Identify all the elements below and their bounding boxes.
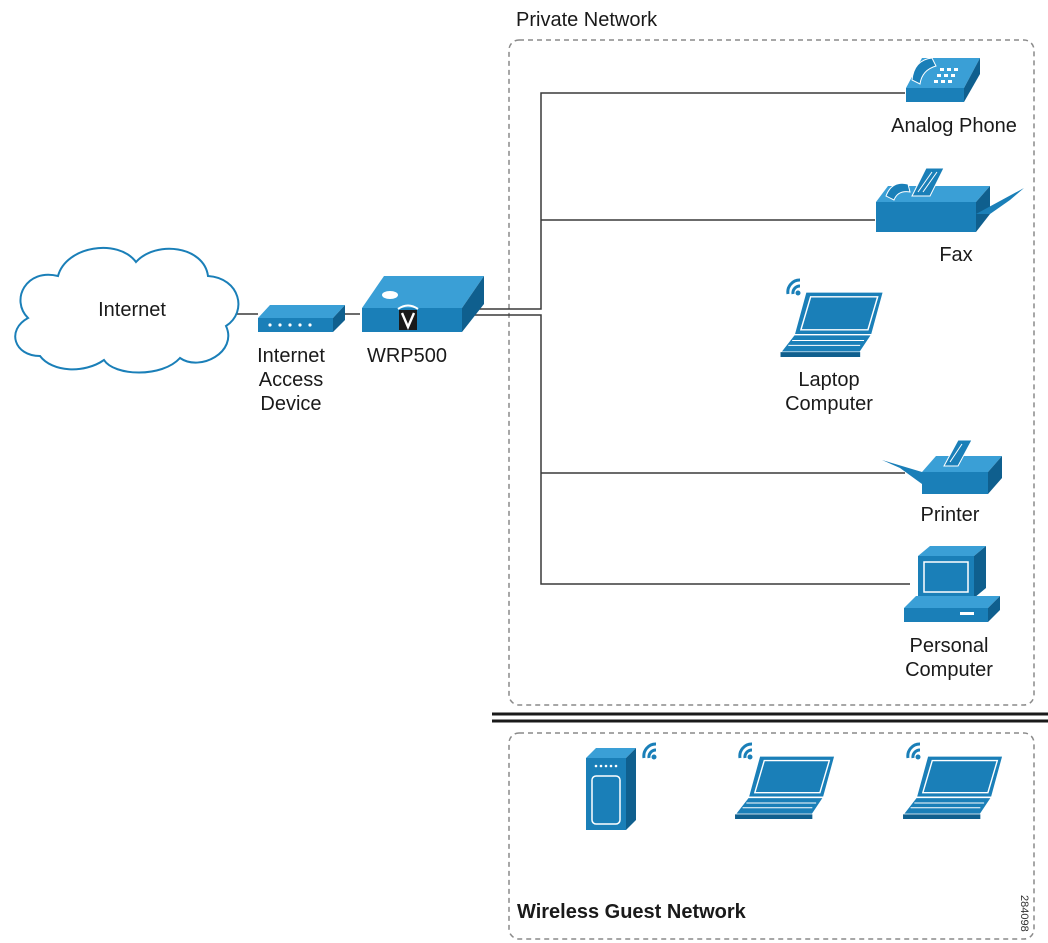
analog-phone-label: Analog Phone [891, 115, 1017, 137]
guest-network-boundary [508, 732, 1035, 940]
printer-label: Printer [920, 504, 980, 526]
wifi-icon [642, 742, 658, 760]
internet-label: Internet [98, 299, 166, 321]
figure-id: 284098 [1018, 895, 1030, 932]
wifi-icon [906, 742, 922, 760]
wireless-guest-network-label: Wireless Guest Network [517, 901, 746, 923]
private-network-label: Private Network [516, 9, 658, 31]
laptop-label: Laptop Computer [785, 369, 873, 415]
cloud-icon [14, 247, 240, 374]
laptop-icon [779, 291, 885, 358]
connection-lines [236, 92, 910, 585]
router-label: WRP500 [366, 345, 448, 367]
wifi-icon [786, 278, 802, 296]
wireless-pda-icon [586, 748, 636, 830]
phone-icon [906, 57, 980, 102]
desktop-computer-icon [904, 546, 1000, 622]
wireless-laptop-icon [902, 755, 1004, 820]
modem-icon [258, 305, 345, 332]
private-network-boundary [508, 39, 1035, 706]
printer-icon [882, 439, 1002, 494]
router-icon [362, 276, 484, 332]
fax-label: Fax [939, 244, 973, 266]
access-device-label: Internet Access Device [257, 345, 325, 415]
pc-label: Personal Computer [905, 635, 993, 681]
wireless-laptop-icon [734, 755, 836, 820]
fax-icon [876, 167, 1024, 232]
wifi-icon [738, 742, 754, 760]
